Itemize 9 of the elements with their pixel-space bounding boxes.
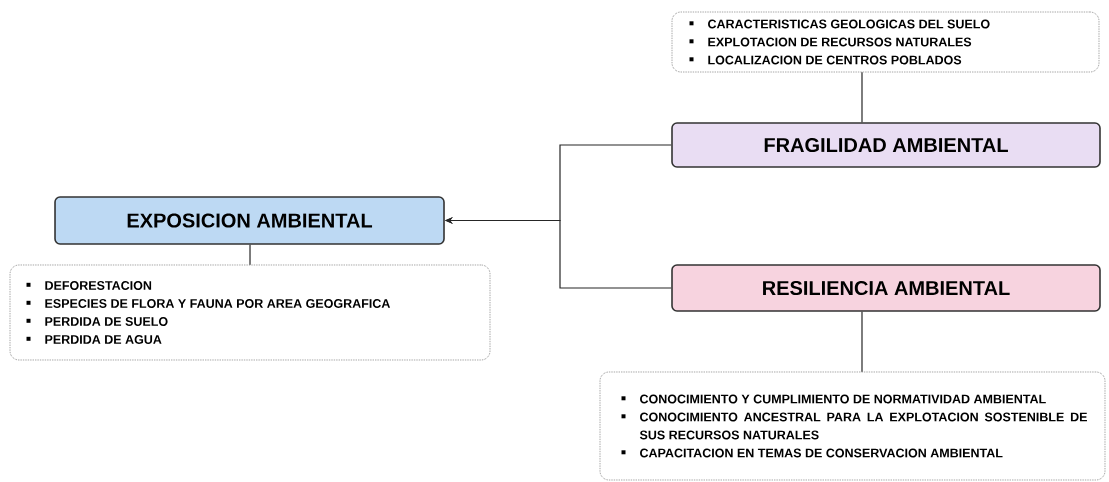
title-box: RESILIENCIA AMBIENTAL	[671, 264, 1101, 312]
connector	[249, 244, 251, 266]
bullet-list-box: CARACTERISTICAS GEOLOGICAS DEL SUELO EXPLOTACION DE RECURSOS NATURALES LOCALIZACION DE CENTROS POBLADOS	[671, 11, 1100, 73]
bullet-list-box: CONOCIMIENTO Y CUMPLIMIENTO DE NORMATIVIDAD AMBIENTAL CONOCIMIENTO ANCESTRAL PARA LA EXPLOTACION SOSTENIBLE DE SUS RECURSOS NATURALES CAPACITACION EN TEMAS DE CONSERVACION AMBIENTAL	[599, 371, 1106, 481]
connector	[861, 71, 863, 123]
title-box: FRAGILIDAD AMBIENTAL	[671, 122, 1101, 168]
bullet-list-box: DEFORESTACION ESPECIES DE FLORA Y FAUNA POR AREA GEOGRAFICA PERDIDA DE SUELO PERDIDA DE AGUA	[9, 264, 491, 361]
title-box: EXPOSICION AMBIENTAL	[54, 196, 445, 245]
connector	[861, 311, 863, 373]
